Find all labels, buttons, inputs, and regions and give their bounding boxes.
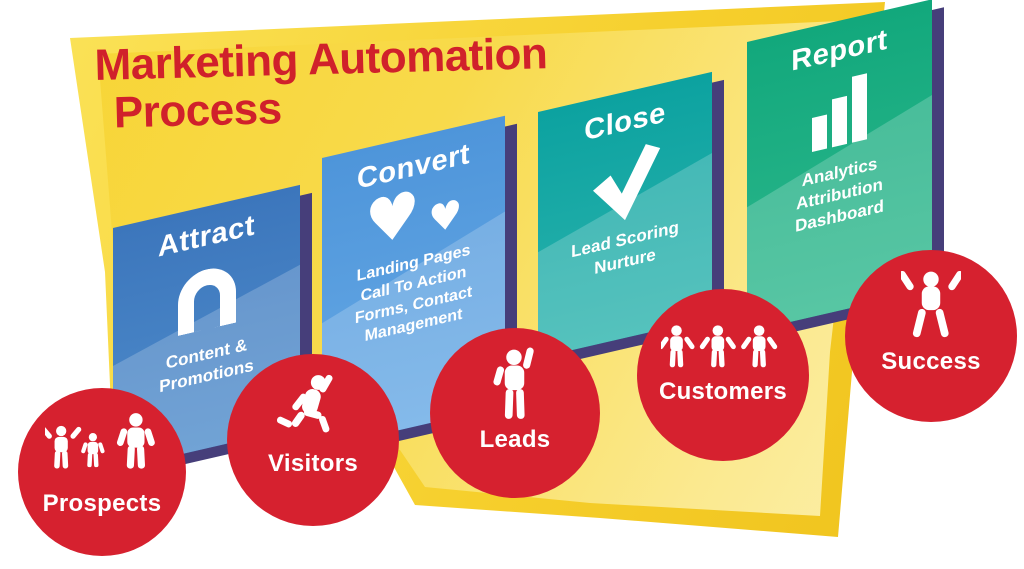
raised-hand-person-icon xyxy=(493,347,534,419)
audience-circle-success: Success xyxy=(845,250,1017,422)
bar-short xyxy=(812,114,827,152)
audience-circle-prospects: Prospects xyxy=(18,388,186,556)
bar-medium xyxy=(832,95,847,148)
audience-label-success: Success xyxy=(881,348,981,375)
running-person-icon xyxy=(276,374,333,433)
celebrating-person-icon xyxy=(901,270,961,338)
audience-label-visitors: Visitors xyxy=(268,450,358,477)
audience-label-customers: Customers xyxy=(658,378,788,405)
audience-label-leads: Leads xyxy=(479,426,551,453)
heart-small-icon xyxy=(428,195,462,239)
people-group-icon xyxy=(45,413,155,469)
magnet-icon xyxy=(177,262,236,337)
audience-circle-customers: Customers xyxy=(637,289,809,461)
checkmark-icon xyxy=(593,144,661,221)
page-title: Marketing Automation Process xyxy=(94,29,549,137)
heart-big-icon xyxy=(365,183,421,255)
people-holding-hands-icon xyxy=(661,325,778,368)
audience-circle-leads: Leads xyxy=(430,328,600,498)
stage-panel-close: Close Lead Scoring Nurture xyxy=(538,71,712,359)
audience-label-prospects: Prospects xyxy=(42,490,162,517)
bar-tall xyxy=(852,73,867,143)
audience-circle-visitors: Visitors xyxy=(227,354,399,526)
